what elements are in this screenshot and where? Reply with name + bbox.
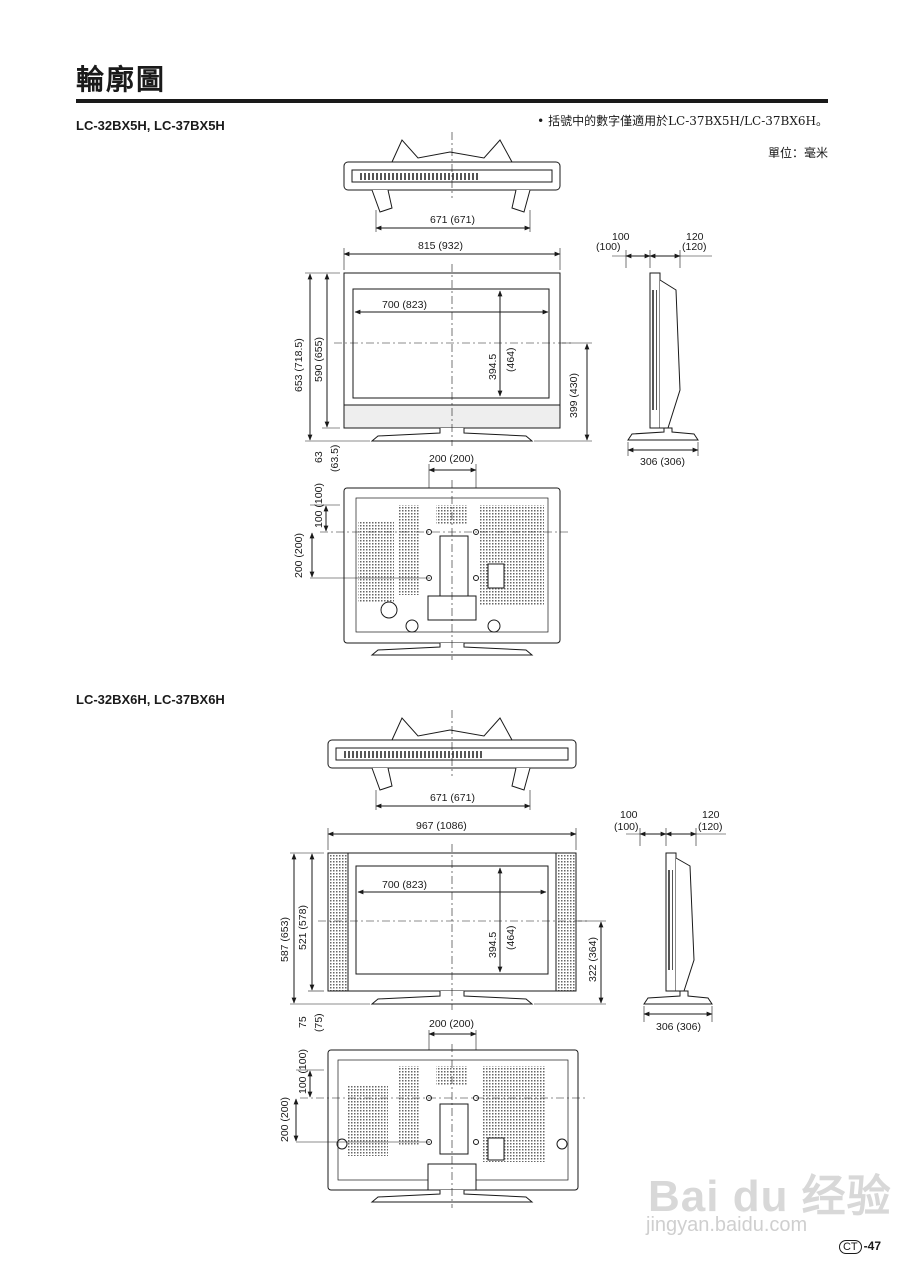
dim-depth-front-1b: (100) <box>596 241 621 253</box>
dim-screen-width-1: 700 (823) <box>382 299 427 311</box>
page-number: CT-47 <box>838 1239 881 1254</box>
side-view-2 <box>626 828 726 1022</box>
dim-top-width-2: 671 (671) <box>430 792 475 804</box>
unit-label: 單位：毫米 <box>767 146 828 160</box>
dim-overall-height-2: 587 (653) <box>279 917 291 962</box>
dim-screen-height-2b: (464) <box>505 925 517 950</box>
dim-depth-back-1b: (120) <box>682 241 707 253</box>
page-title: 輪廓圖 <box>76 63 167 96</box>
dim-depth-front-1a: 100 <box>612 231 630 243</box>
dim-depth-base-2: 306 (306) <box>656 1021 701 1033</box>
rear-view-2 <box>293 1030 586 1208</box>
top-view-2 <box>327 710 577 810</box>
dim-depth-front-2b: (100) <box>614 821 639 833</box>
dim-stand-1b: (63.5) <box>329 445 341 472</box>
dim-stand-2a: 75 <box>297 1016 309 1028</box>
dim-screen-width-2: 700 (823) <box>382 879 427 891</box>
title-rule <box>76 99 828 103</box>
dim-vesa-w-2: 200 (200) <box>429 1018 474 1030</box>
dim-depth-back-2a: 120 <box>702 809 720 821</box>
dim-depth-front-2a: 100 <box>620 809 638 821</box>
side-view-1 <box>612 250 712 456</box>
top-view-1 <box>343 132 561 232</box>
dim-body-height-1: 590 (655) <box>313 337 325 382</box>
dim-screen-height-1a: 394.5 <box>487 354 499 380</box>
dim-stand-2b: (75) <box>313 1013 325 1032</box>
dim-overall-height-1: 653 (718.5) <box>293 338 305 392</box>
watermark-logo: Bai du 经验 <box>648 1172 892 1221</box>
watermark-url: jingyan.baidu.com <box>646 1214 808 1236</box>
dim-screen-height-2a: 394.5 <box>487 932 499 958</box>
dim-overall-width-2: 967 (1086) <box>416 820 467 832</box>
dim-screen-height-1b: (464) <box>505 347 517 372</box>
front-view-1 <box>305 248 592 446</box>
ct-badge: CT <box>838 1240 862 1254</box>
dim-depth-base-1: 306 (306) <box>640 456 685 468</box>
dim-vesa-h-2: 200 (200) <box>279 1097 291 1142</box>
front-view-2 <box>290 828 606 1010</box>
dim-vesa-w-1: 200 (200) <box>429 453 474 465</box>
dim-stand-1a: 63 <box>313 451 325 463</box>
dim-vesa-offset-2: 100 (100) <box>297 1049 309 1094</box>
dim-vesa-offset-1: 100 (100) <box>313 483 325 528</box>
bracket-note: • 括號中的數字僅適用於LC-37BX5H/LC-37BX6H。 <box>537 114 828 128</box>
dim-depth-back-2b: (120) <box>698 821 723 833</box>
model-heading-2: LC-32BX6H, LC-37BX6H <box>76 692 225 707</box>
dim-body-height-2: 521 (578) <box>297 905 309 950</box>
dim-center-height-2: 322 (364) <box>587 937 599 982</box>
dim-overall-width-1: 815 (932) <box>418 240 463 252</box>
dim-depth-back-1a: 120 <box>686 231 704 243</box>
model-heading-1: LC-32BX5H, LC-37BX5H <box>76 118 225 133</box>
dim-center-height-1: 399 (430) <box>568 373 580 418</box>
dim-top-width-1: 671 (671) <box>430 214 475 226</box>
dim-vesa-h-1: 200 (200) <box>293 533 305 578</box>
rear-view-1 <box>309 464 570 660</box>
